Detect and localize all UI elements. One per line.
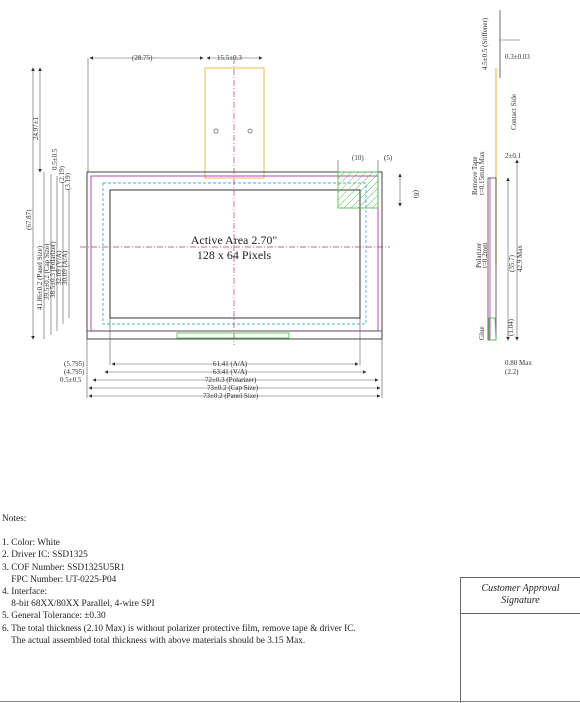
dim-total-thickness: (2.2) bbox=[505, 368, 519, 376]
remove-tape-label: Remove Tape bbox=[471, 157, 479, 195]
dim-pad-a: (10) bbox=[352, 154, 364, 162]
polarizer-label: Polarizer bbox=[475, 242, 483, 268]
dim-pad-b: (5) bbox=[384, 154, 393, 162]
customer-approval-box: Customer Approval Signature bbox=[460, 577, 580, 703]
dim-spacing: 2±0.1 bbox=[505, 152, 522, 160]
side-view-panel bbox=[487, 177, 497, 341]
approval-label: Customer Approval Signature bbox=[461, 578, 580, 614]
side-view-glue bbox=[488, 317, 497, 341]
dim-offset: (28.75) bbox=[132, 54, 153, 62]
approval-line-1: Customer Approval bbox=[481, 583, 560, 594]
dim-stiffener: 4.5±0.5 (Stiffener) bbox=[481, 17, 489, 70]
tape-thickness-label: t=0.15mm Max bbox=[478, 151, 486, 195]
fpc-hole-left bbox=[213, 128, 219, 134]
dim-edge-a: (2.19) bbox=[58, 165, 66, 183]
dim-left-aa: (5.795) bbox=[64, 360, 85, 368]
dim-max-length: 42.9 Max bbox=[516, 245, 524, 272]
dim-thickness-max: 0.80 Max bbox=[505, 359, 532, 367]
pixels-label: 128 x 64 Pixels bbox=[197, 248, 272, 262]
dim-bottom-va: 63.41 (V/A) bbox=[213, 368, 248, 376]
active-area-outline bbox=[109, 189, 361, 319]
note-line: 8-bit 68XX/80XX Parallel, 4-wire SPI bbox=[2, 599, 155, 610]
dim-bottom-panel: 73±0.2 (Panel Size) bbox=[203, 392, 259, 400]
glue-label: Glue bbox=[478, 326, 486, 340]
notes-title: Notes: bbox=[2, 514, 27, 524]
dim-fpc-width: 15.5±0.3 bbox=[217, 54, 242, 62]
approval-line-2: Signature bbox=[501, 595, 540, 606]
note-line: 4. Interface: bbox=[2, 587, 47, 598]
note-line: FPC Number: UT-0225-P04 bbox=[2, 574, 117, 585]
dim-fpc-length: 24.97±1 bbox=[32, 116, 40, 140]
dim-inner: (35.7) bbox=[508, 254, 516, 272]
dim-fpc-thickness: 0.3±0.03 bbox=[505, 53, 530, 61]
bottom-rule bbox=[0, 701, 580, 702]
dim-bottom-aa: 61.41 (A/A) bbox=[213, 360, 248, 368]
dim-cap-size: 39.5±0.2 (Cap Size) bbox=[43, 243, 51, 300]
notes-block: Notes: 1. Color: White 2. Driver IC: SSD… bbox=[2, 513, 442, 647]
dim-va: 32.09 (V/A) bbox=[55, 250, 63, 285]
dim-gap: 0.5±0.5 bbox=[51, 148, 59, 170]
bottom-pad bbox=[176, 332, 290, 339]
note-line: 3. COF Number: SSD1325U5R1 bbox=[2, 562, 125, 573]
viewing-area-outline bbox=[102, 182, 367, 325]
dim-polarizer: 38.5±0.3 (Polarizer) bbox=[49, 241, 57, 298]
note-line: 1. Color: White bbox=[2, 538, 60, 549]
fpc-tail bbox=[204, 67, 265, 179]
note-line: 2. Driver IC: SSD1325 bbox=[2, 550, 88, 561]
contact-side-label: Contact Side bbox=[510, 94, 518, 130]
dim-left-pol: 0.5±0.5 bbox=[60, 376, 82, 384]
dim-left-va: (4.795) bbox=[64, 368, 85, 376]
note-line: 6. The total thickness (2.10 Max) is wit… bbox=[2, 623, 356, 634]
note-line: 5. General Tolerance: ±0.30 bbox=[2, 611, 106, 622]
polarizer-thickness-label: t=0.2mm bbox=[481, 242, 489, 268]
dim-aa: 30.09 (A/A) bbox=[61, 250, 69, 285]
fpc-hole-right bbox=[247, 128, 253, 134]
dim-overall-height: (67.87) bbox=[25, 209, 33, 230]
active-area-title: Active Area 2.70" bbox=[191, 233, 278, 247]
glass-ledge bbox=[86, 330, 383, 340]
dim-bottom-pol: 72±0.3 (Polarizer) bbox=[205, 376, 257, 384]
dim-pad-side: (8) bbox=[412, 190, 420, 199]
mechanical-drawing: Active Area 2.70" 128 x 64 Pixels (28.75… bbox=[25, 10, 532, 400]
dim-edge-b: (3.19) bbox=[64, 172, 72, 190]
hatched-pad bbox=[337, 171, 379, 209]
note-line: The actual assembled total thickness wit… bbox=[2, 635, 306, 646]
dim-glue: (1.04) bbox=[507, 318, 515, 336]
dim-panel-size: 41.86±0.2 (Panel Size) bbox=[36, 245, 44, 310]
dim-bottom-cap: 73±0.2 (Cap Size) bbox=[207, 384, 259, 392]
